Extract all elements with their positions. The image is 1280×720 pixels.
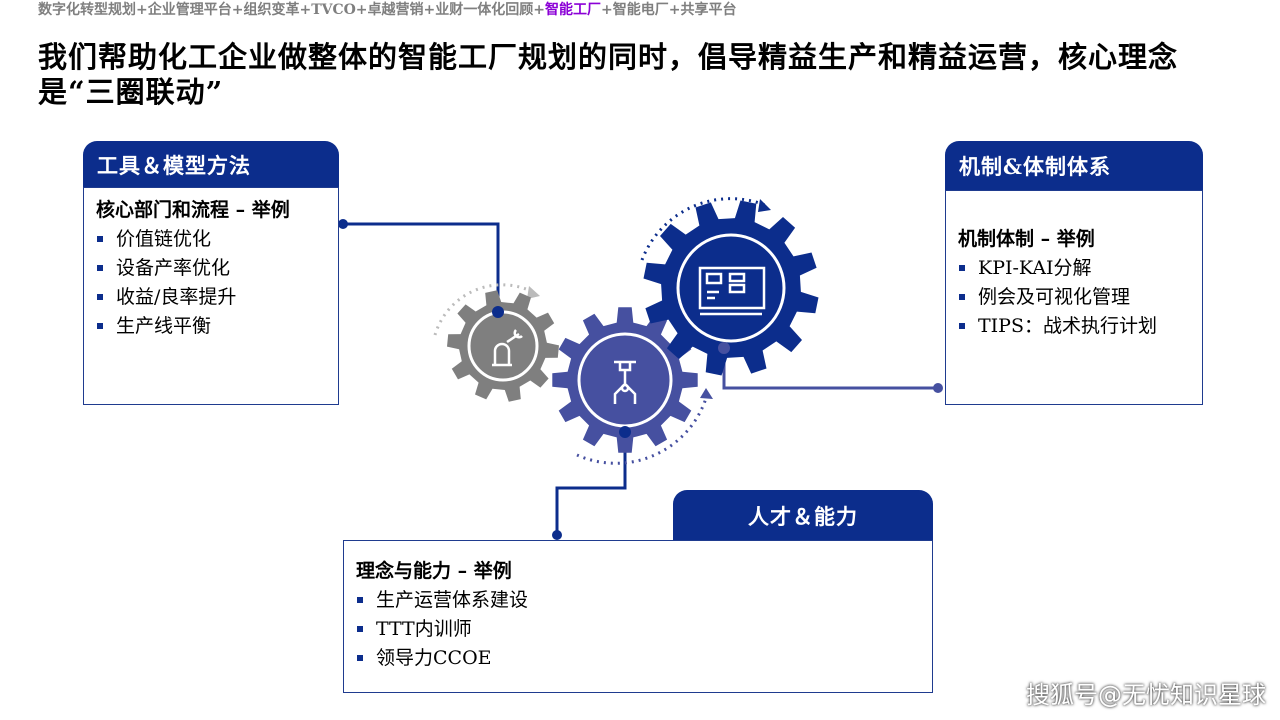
list-item: 生产运营体系建设 xyxy=(356,586,920,615)
talent-header: 人才＆能力 xyxy=(673,490,933,541)
arrow-head-purple xyxy=(700,388,713,399)
connector-dot xyxy=(619,426,631,438)
list-item: 收益/良率提升 xyxy=(96,283,326,312)
connector-dot xyxy=(338,219,348,229)
connector-dot xyxy=(492,306,504,318)
connector-dot xyxy=(933,383,943,393)
list-item: 设备产率优化 xyxy=(96,254,326,283)
arrow-head-navy xyxy=(758,199,771,212)
connector-talent xyxy=(555,432,627,535)
tools-subtitle: 核心部门和流程 – 举例 xyxy=(96,199,290,221)
connector-dot xyxy=(552,530,562,540)
blueprint-icon xyxy=(698,266,766,316)
breadcrumb-text: 数字化转型规划+企业管理平台+组织变革+TVCO+卓越营销+业财一体化回顾+ xyxy=(38,2,545,18)
list-item: TTT内训师 xyxy=(356,615,920,644)
page-title: 我们帮助化工企业做整体的智能工厂规划的同时，倡导精益生产和精益运营，核心理念是“… xyxy=(38,40,1179,109)
breadcrumb-text-after: +智能电厂+共享平台 xyxy=(601,2,737,18)
mechanism-subtitle: 机制体制 – 举例 xyxy=(958,228,1095,250)
connector-tools xyxy=(343,222,500,312)
list-item: KPI-KAI分解 xyxy=(958,254,1190,283)
rotation-arrow-purple xyxy=(576,394,709,465)
list-item: 领导力CCOE xyxy=(356,644,920,673)
list-item: 例会及可视化管理 xyxy=(958,283,1190,312)
gear-gray-hub xyxy=(467,310,539,382)
tools-header: 工具＆模型方法 xyxy=(83,141,339,188)
arrow-head-gray xyxy=(527,286,540,299)
list-item: 生产线平衡 xyxy=(96,312,326,341)
list-item: 价值链优化 xyxy=(96,225,326,254)
mechanism-header: 机制&体制体系 xyxy=(945,141,1203,191)
claw-gripper-icon xyxy=(613,360,637,404)
watermark: 搜狐号@无忧知识星球 xyxy=(1026,681,1266,709)
robot-arm-icon xyxy=(492,329,523,367)
breadcrumb-current: 智能工厂 xyxy=(545,2,601,18)
list-item: TIPS：战术执行计划 xyxy=(958,312,1190,341)
breadcrumb: 数字化转型规划+企业管理平台+组织变革+TVCO+卓越营销+业财一体化回顾+智能… xyxy=(38,1,928,20)
talent-subtitle: 理念与能力 – 举例 xyxy=(356,560,512,582)
tools-box: 核心部门和流程 – 举例 价值链优化设备产率优化收益/良率提升生产线平衡 xyxy=(83,187,339,405)
connector-dot xyxy=(718,342,730,354)
